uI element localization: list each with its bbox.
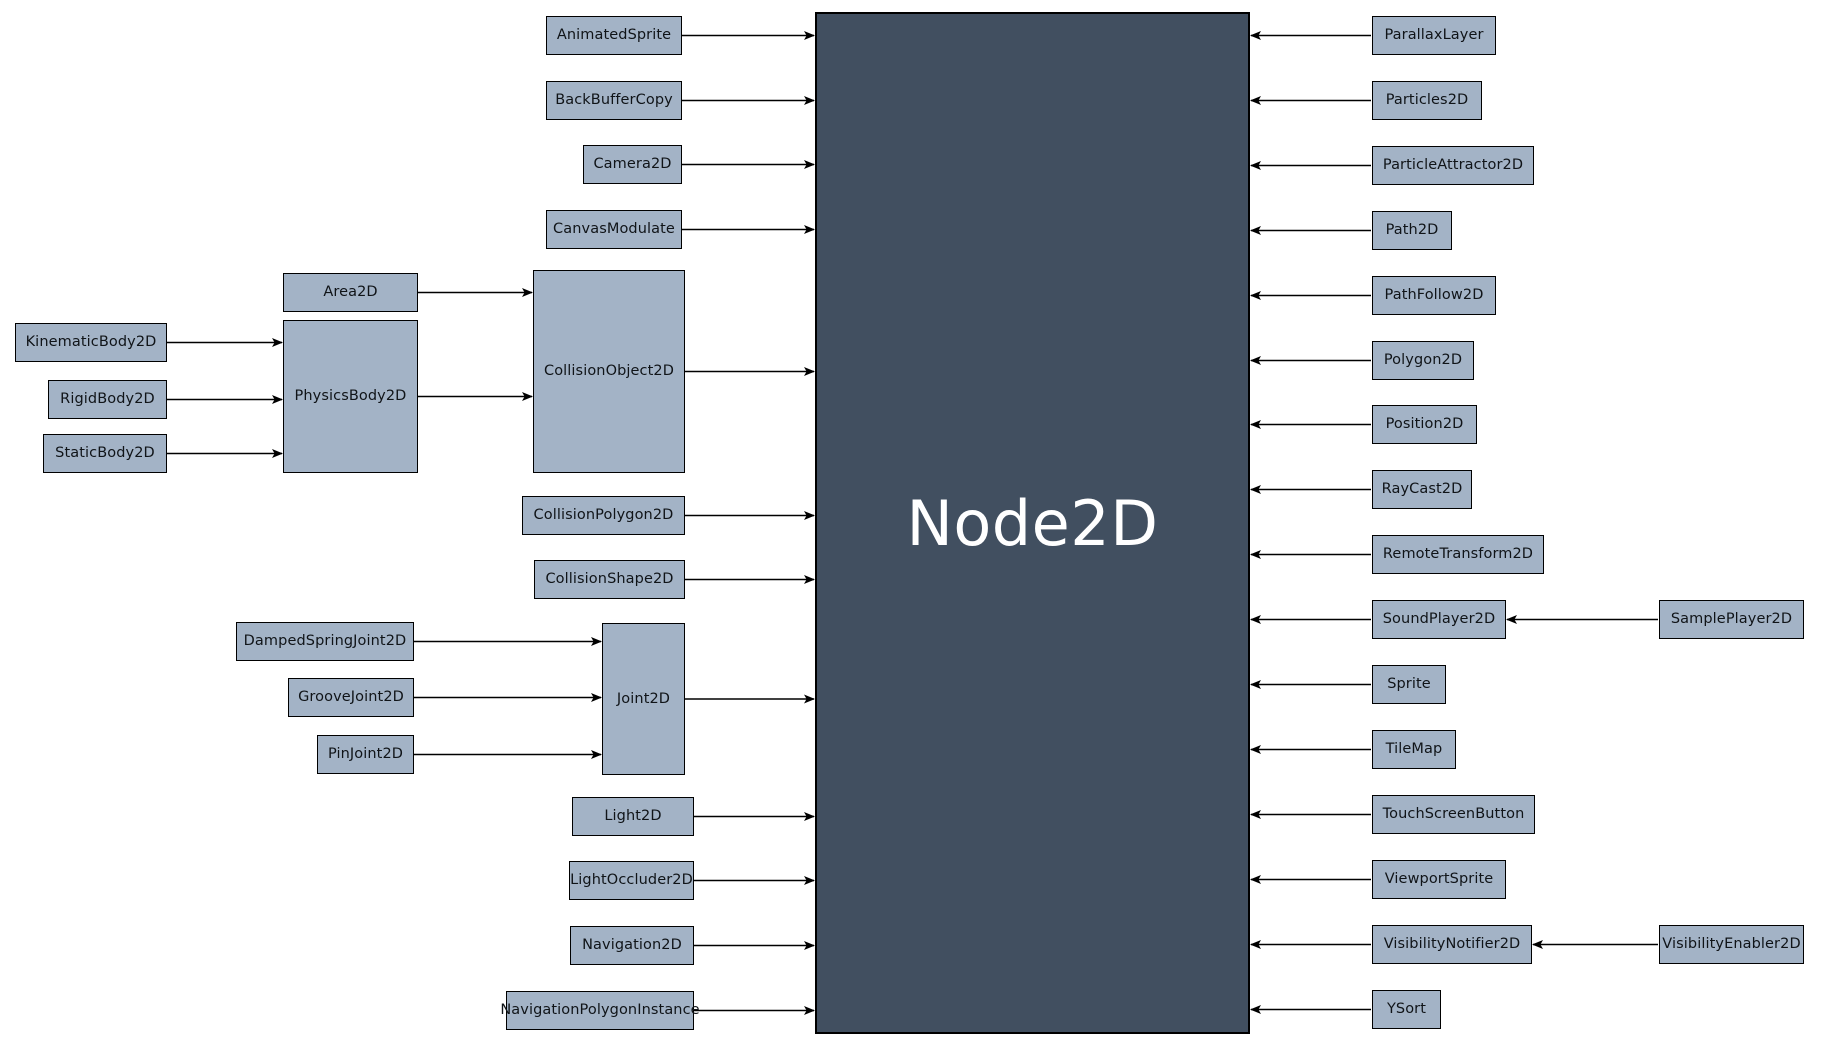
node-label: AnimatedSprite [556,27,672,44]
node-box-pinjoint2d[interactable]: PinJoint2D [317,735,414,774]
node-label: Path2D [1385,222,1439,239]
node-label: DampedSpringJoint2D [243,633,407,650]
node-label: Position2D [1385,416,1464,433]
node-box-pathfollow2d[interactable]: PathFollow2D [1372,276,1496,315]
node-label: CollisionObject2D [543,363,675,380]
node-label: RigidBody2D [60,391,155,408]
node-box-ysort[interactable]: YSort [1372,990,1441,1029]
node-label: TileMap [1385,741,1443,758]
node-label-node2d: Node2D [906,486,1159,560]
node-label: RemoteTransform2D [1382,546,1534,563]
node-box-canvasmodulate[interactable]: CanvasModulate [546,210,682,249]
node-label: LightOccluder2D [570,872,693,889]
node-label: SamplePlayer2D [1670,611,1793,628]
node-label: GrooveJoint2D [298,689,404,706]
node-box-sampleplayer2d[interactable]: SamplePlayer2D [1659,600,1804,639]
node-box-collisionshape2d[interactable]: CollisionShape2D [534,560,685,599]
node-label: ParticleAttractor2D [1382,157,1524,174]
node-box-viewportsprite[interactable]: ViewportSprite [1372,860,1506,899]
node-box-sprite[interactable]: Sprite [1372,665,1446,704]
node-label: KinematicBody2D [25,334,157,351]
node-label: CollisionShape2D [545,571,674,588]
node-box-visibilitynotifier2d[interactable]: VisibilityNotifier2D [1372,925,1532,964]
node-box-groovejoint2d[interactable]: GrooveJoint2D [288,678,414,717]
node-label: VisibilityEnabler2D [1662,936,1801,953]
node-box-parallaxlayer[interactable]: ParallaxLayer [1372,16,1496,55]
node-label: PhysicsBody2D [294,388,407,405]
node-box-area2d[interactable]: Area2D [283,273,418,312]
node-box-raycast2d[interactable]: RayCast2D [1372,470,1472,509]
node-box-polygon2d[interactable]: Polygon2D [1372,341,1474,380]
node-label: Joint2D [616,690,671,707]
node-label: YSort [1386,1001,1427,1018]
node-box-touchscreenbutton[interactable]: TouchScreenButton [1372,795,1535,834]
node-label: Area2D [323,284,378,301]
node-box-physicsbody2d[interactable]: PhysicsBody2D [283,320,418,473]
node-box-kinematicbody2d[interactable]: KinematicBody2D [15,323,167,362]
node-box-joint2d[interactable]: Joint2D [602,623,685,775]
node-label: Particles2D [1385,92,1469,109]
node-label: NavigationPolygonInstance [500,1002,700,1019]
node-label: PinJoint2D [327,746,404,763]
node-label: Light2D [604,808,662,825]
node-label: SoundPlayer2D [1382,611,1496,628]
node-label: Navigation2D [582,937,682,954]
node-label: ViewportSprite [1384,871,1494,888]
node-box-navigation2d[interactable]: Navigation2D [570,926,694,965]
node-label: BackBufferCopy [555,92,673,109]
node-label: Polygon2D [1383,352,1463,369]
node-box-soundplayer2d[interactable]: SoundPlayer2D [1372,600,1506,639]
node-box-node2d[interactable]: Node2D [815,12,1250,1034]
node-box-position2d[interactable]: Position2D [1372,405,1477,444]
node-box-staticbody2d[interactable]: StaticBody2D [43,434,167,473]
node-box-navigationpolygoninstance[interactable]: NavigationPolygonInstance [500,991,700,1030]
node-box-animatedsprite[interactable]: AnimatedSprite [546,16,682,55]
node-box-tilemap[interactable]: TileMap [1372,730,1456,769]
node-label: Camera2D [593,156,672,173]
node-label: CanvasModulate [553,221,675,238]
node-label: VisibilityNotifier2D [1383,936,1521,953]
node-label: ParallaxLayer [1384,27,1484,44]
node-box-camera2d[interactable]: Camera2D [583,145,682,184]
node-box-dampedspringjoint2d[interactable]: DampedSpringJoint2D [236,622,414,661]
node-label: CollisionPolygon2D [533,507,674,524]
node-box-particleattractor2d[interactable]: ParticleAttractor2D [1372,146,1534,185]
node-box-visibilityenabler2d[interactable]: VisibilityEnabler2D [1659,925,1804,964]
node-label: PathFollow2D [1384,287,1484,304]
node-label: RayCast2D [1381,481,1463,498]
node-box-lightoccluder2d[interactable]: LightOccluder2D [569,861,694,900]
node-box-path2d[interactable]: Path2D [1372,211,1452,250]
node-label: TouchScreenButton [1382,806,1525,823]
node-box-backbuffercopy[interactable]: BackBufferCopy [546,81,682,120]
node-box-remotetransform2d[interactable]: RemoteTransform2D [1372,535,1544,574]
node-box-particles2d[interactable]: Particles2D [1372,81,1482,120]
node-box-rigidbody2d[interactable]: RigidBody2D [48,380,167,419]
node-box-light2d[interactable]: Light2D [572,797,694,836]
node-label: Sprite [1387,676,1431,693]
node-box-collisionobject2d[interactable]: CollisionObject2D [533,270,685,473]
node-label: StaticBody2D [55,445,155,462]
node-box-collisionpolygon2d[interactable]: CollisionPolygon2D [522,496,685,535]
